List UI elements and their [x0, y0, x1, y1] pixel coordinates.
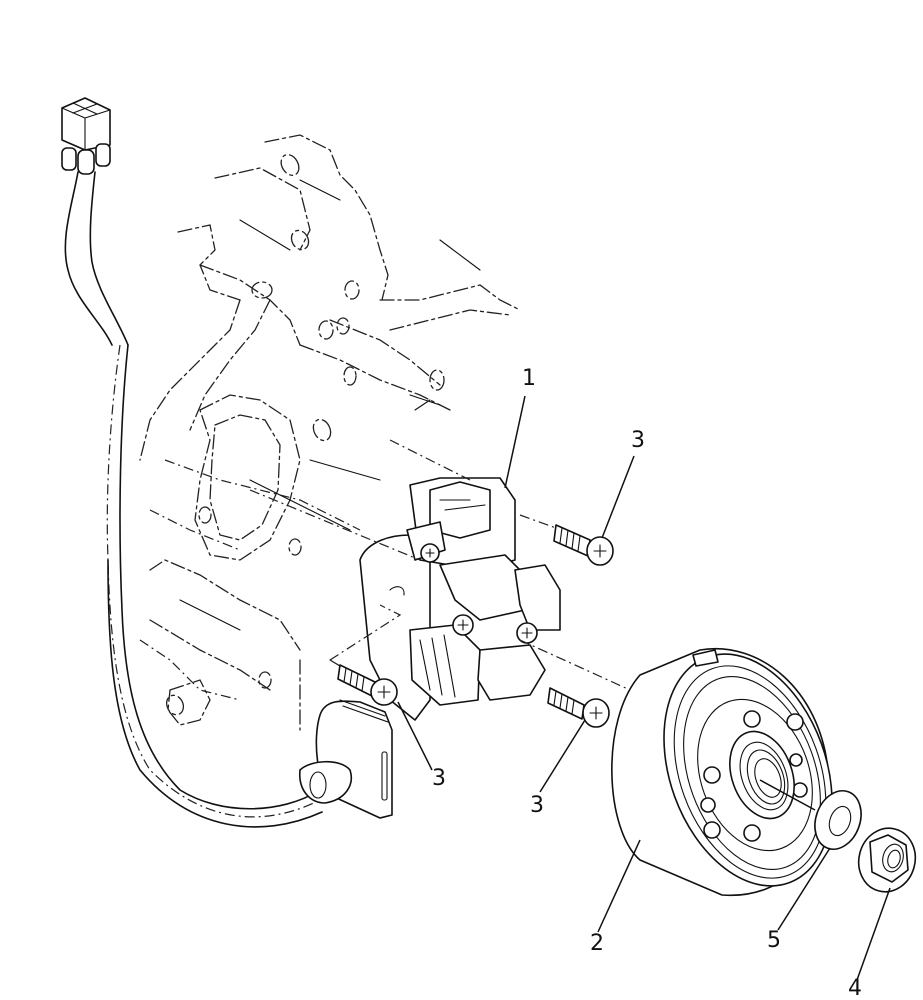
screw-lower-right-icon	[547, 687, 610, 728]
callout-2-flywheel: 2	[590, 931, 604, 956]
stator-assembly	[359, 477, 561, 721]
flywheel-rotor-icon	[611, 647, 833, 897]
wire-harness	[61, 97, 323, 828]
harness-connector-icon	[61, 97, 111, 175]
screw-upper-right-icon	[553, 524, 614, 566]
cable-grommet	[299, 699, 393, 819]
callout-5-washer: 5	[767, 928, 781, 953]
callout-3-screw-lower-right: 3	[530, 793, 544, 818]
callout-4-nut: 4	[848, 976, 862, 1000]
assembly-centerlines	[249, 439, 631, 691]
screw-lower-left-icon	[337, 664, 398, 706]
callout-1-stator: 1	[522, 366, 536, 391]
flange-nut-icon	[857, 827, 917, 893]
washer-icon	[814, 790, 862, 850]
callout-3-screw-upper: 3	[631, 428, 645, 453]
callout-3-screw-lower-left: 3	[432, 766, 446, 791]
callout-leaders	[397, 395, 891, 981]
